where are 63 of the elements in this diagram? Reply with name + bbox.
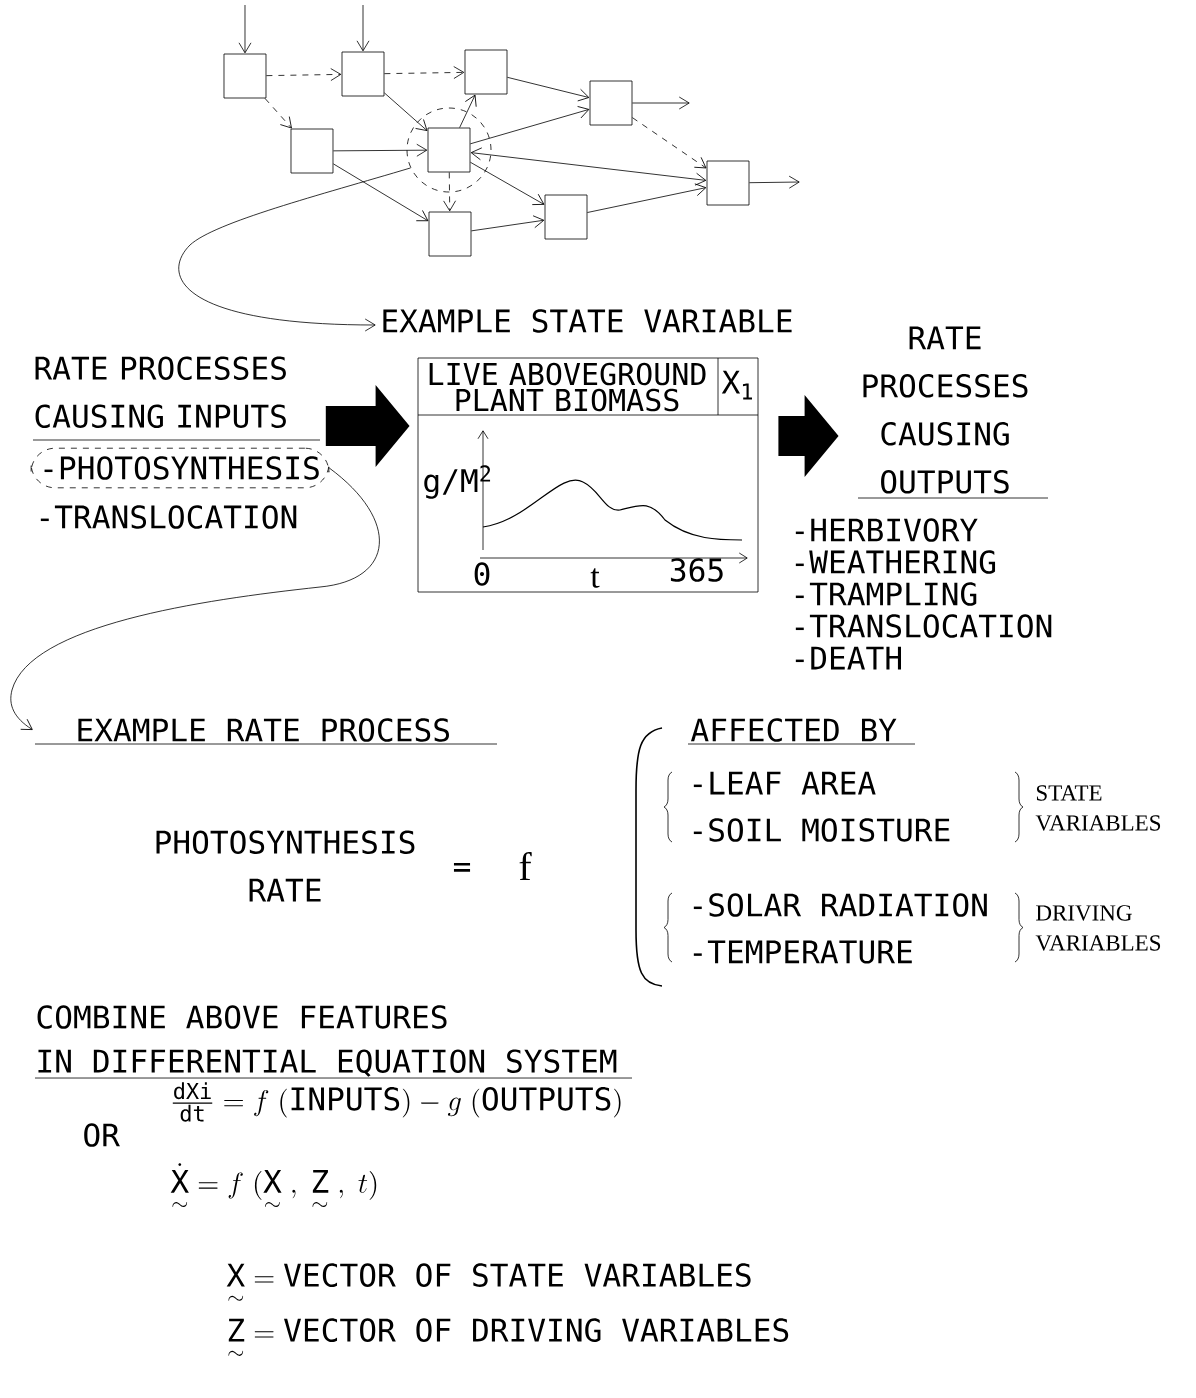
heading: EXAMPLE RATE PROCESS bbox=[78, 718, 449, 742]
heading: AFFECTED BY bbox=[690, 718, 897, 742]
equals-sign: = bbox=[453, 862, 471, 872]
box bbox=[341, 51, 385, 97]
text-line: IN DIFFERENTIAL EQUATION SYSTEM bbox=[38, 1049, 617, 1077]
equation: $\underset{\sim}{\mathrm{X}} = \mathrm{VECTOR\ OF\ STATE\ VARIABLES}$ bbox=[226, 1263, 751, 1301]
arrow bbox=[470, 106, 590, 145]
arrow bbox=[587, 183, 707, 213]
title: EXAMPLE STATE VARIABLE bbox=[383, 309, 792, 333]
dashed-circle bbox=[406, 107, 492, 193]
box bbox=[464, 49, 508, 95]
equation: $\underset{\sim}{\mathrm{Z}} = \mathrm{VECTOR\ OF\ DRIVING\ VARIABLES}$ bbox=[228, 1318, 789, 1356]
equation: $\frac{\mathrm{dXi}}{\mathrm{dt}} = f\;(\mathrm{INPUTS}) - g\;(\mathrm{OUTPUTS})$ bbox=[172, 1082, 621, 1122]
arrow bbox=[470, 161, 545, 205]
arrow bbox=[384, 66, 465, 79]
arrow bbox=[238, 4, 252, 54]
list-item: -TRAMPLING bbox=[795, 582, 977, 606]
tick-label: 0 bbox=[474, 562, 490, 586]
list-item: -DEATH bbox=[795, 646, 901, 670]
arrow bbox=[264, 98, 292, 129]
equation: $\underset{\sim}{\dot{\mathrm{X}}} = f\;(\underset{\sim}{\mathrm{X}}\;,\;\underset{\sim}{\mathrm{Z}}\;,\;t)$ bbox=[170, 1163, 377, 1208]
text-line: OR bbox=[84, 1123, 120, 1147]
box bbox=[544, 194, 588, 240]
list-item: -TRANSLOCATION bbox=[40, 505, 297, 529]
process-name: PHOTOSYNTHESIS RATE bbox=[156, 830, 415, 902]
group-label: DRIVING VARIABLES bbox=[1035, 905, 1161, 951]
box bbox=[427, 127, 471, 173]
arrow bbox=[333, 163, 429, 222]
arrow bbox=[749, 175, 800, 189]
arrow bbox=[443, 172, 456, 212]
curved-arrow bbox=[10, 467, 380, 730]
group-label: STATE VARIABLES bbox=[1035, 785, 1161, 831]
state-variable-box bbox=[417, 357, 759, 593]
axis-label: g/M$^{2}$ bbox=[424, 465, 491, 499]
function-symbol: f bbox=[519, 851, 532, 881]
box bbox=[428, 211, 472, 257]
arrow bbox=[470, 147, 707, 186]
arrow bbox=[384, 92, 428, 131]
box bbox=[706, 160, 750, 206]
list-item: -TEMPERATURE bbox=[693, 940, 912, 964]
arrow bbox=[507, 76, 590, 102]
box-title: LIVE ABOVEGROUND PLANT BIOMASS bbox=[429, 362, 706, 412]
arrow bbox=[356, 4, 370, 52]
variable-symbol: X$_{1}$ bbox=[721, 370, 752, 400]
heading: RATE PROCESSES CAUSING OUTPUTS bbox=[863, 326, 1028, 494]
tick-label: 365 bbox=[670, 558, 723, 582]
box bbox=[589, 80, 633, 126]
list-item: -SOIL MOISTURE bbox=[693, 818, 950, 842]
arrow bbox=[459, 94, 477, 128]
curved-arrow bbox=[178, 167, 411, 332]
heading: RATE PROCESSES CAUSING INPUTS bbox=[35, 356, 286, 428]
list-item: -LEAF AREA bbox=[693, 771, 876, 795]
box bbox=[223, 53, 267, 99]
box bbox=[290, 128, 334, 174]
arrow bbox=[632, 96, 690, 110]
arrow bbox=[632, 117, 707, 169]
text-line: COMBINE ABOVE FEATURES bbox=[37, 1005, 447, 1029]
arrow bbox=[471, 215, 545, 232]
list-item: -TRANSLOCATION bbox=[795, 614, 1052, 638]
arrow bbox=[333, 143, 428, 157]
axis-label: t bbox=[590, 568, 600, 588]
list-item: -SOLAR RADIATION bbox=[693, 893, 987, 917]
arrow bbox=[266, 68, 342, 81]
